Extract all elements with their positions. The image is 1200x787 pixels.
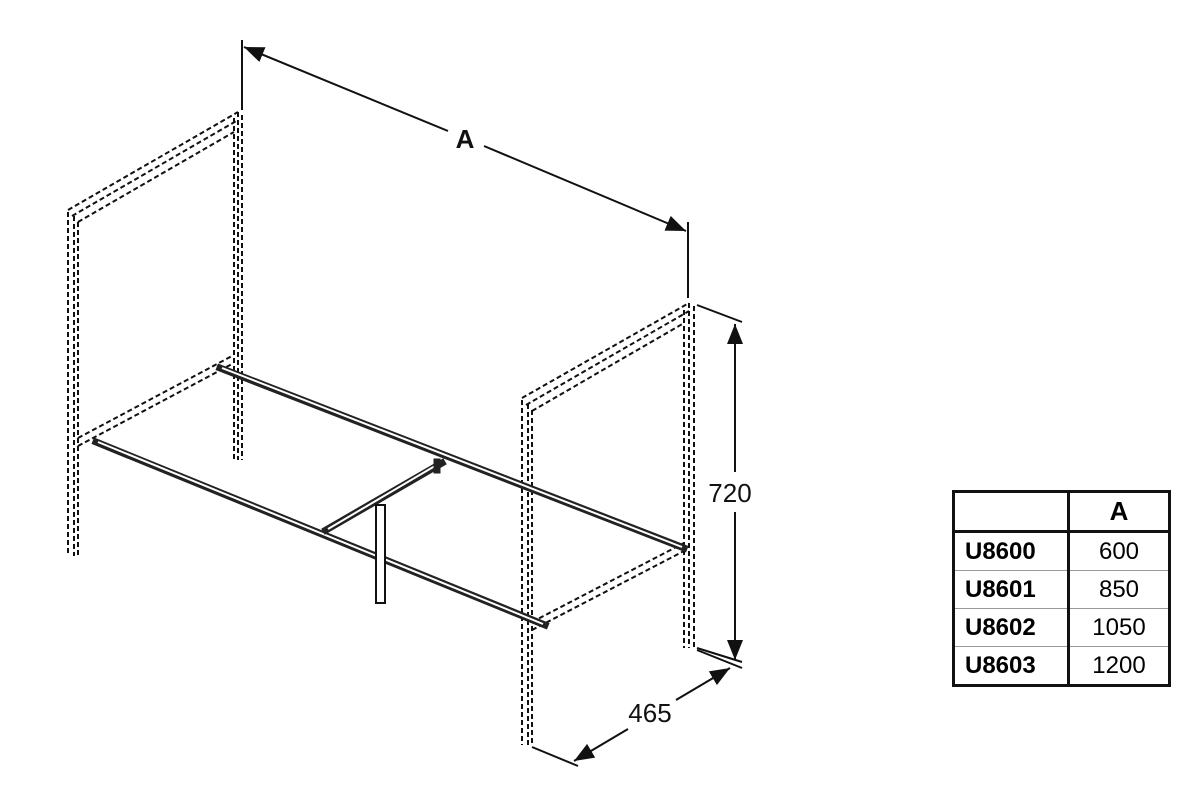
table-row: U8603 1200 [953, 646, 1170, 686]
dimension-a-value: 600 [1068, 531, 1170, 571]
dimension-a-value: 850 [1068, 570, 1170, 609]
center-foot [375, 504, 386, 604]
product-code: U8602 [953, 608, 1070, 647]
base-rails [91, 363, 689, 630]
table-row: U8602 1050 [953, 608, 1170, 647]
dimension-height-label: 720 [708, 478, 751, 508]
table-row: U8600 600 [953, 531, 1170, 571]
dimension-height: 720 [696, 304, 752, 663]
dimension-a-label: A [456, 124, 475, 154]
table-header-row: A [953, 491, 1170, 533]
dimension-a: A [241, 40, 689, 298]
size-table: A U8600 600 U8601 850 U8602 1050 U8603 1… [952, 490, 1171, 687]
dimension-a-value: 1200 [1068, 646, 1170, 686]
dimension-depth-label: 465 [628, 698, 671, 728]
right-frame [521, 302, 695, 745]
product-code: U8600 [953, 531, 1070, 571]
dimension-a-value: 1050 [1068, 608, 1170, 647]
product-code: U8601 [953, 570, 1070, 609]
table-header-code [953, 491, 1070, 533]
dimension-depth: 465 [531, 649, 743, 767]
table-row: U8601 850 [953, 570, 1170, 609]
left-frame [67, 111, 243, 556]
table-header-a: A [1068, 491, 1170, 533]
product-code: U8603 [953, 646, 1070, 686]
